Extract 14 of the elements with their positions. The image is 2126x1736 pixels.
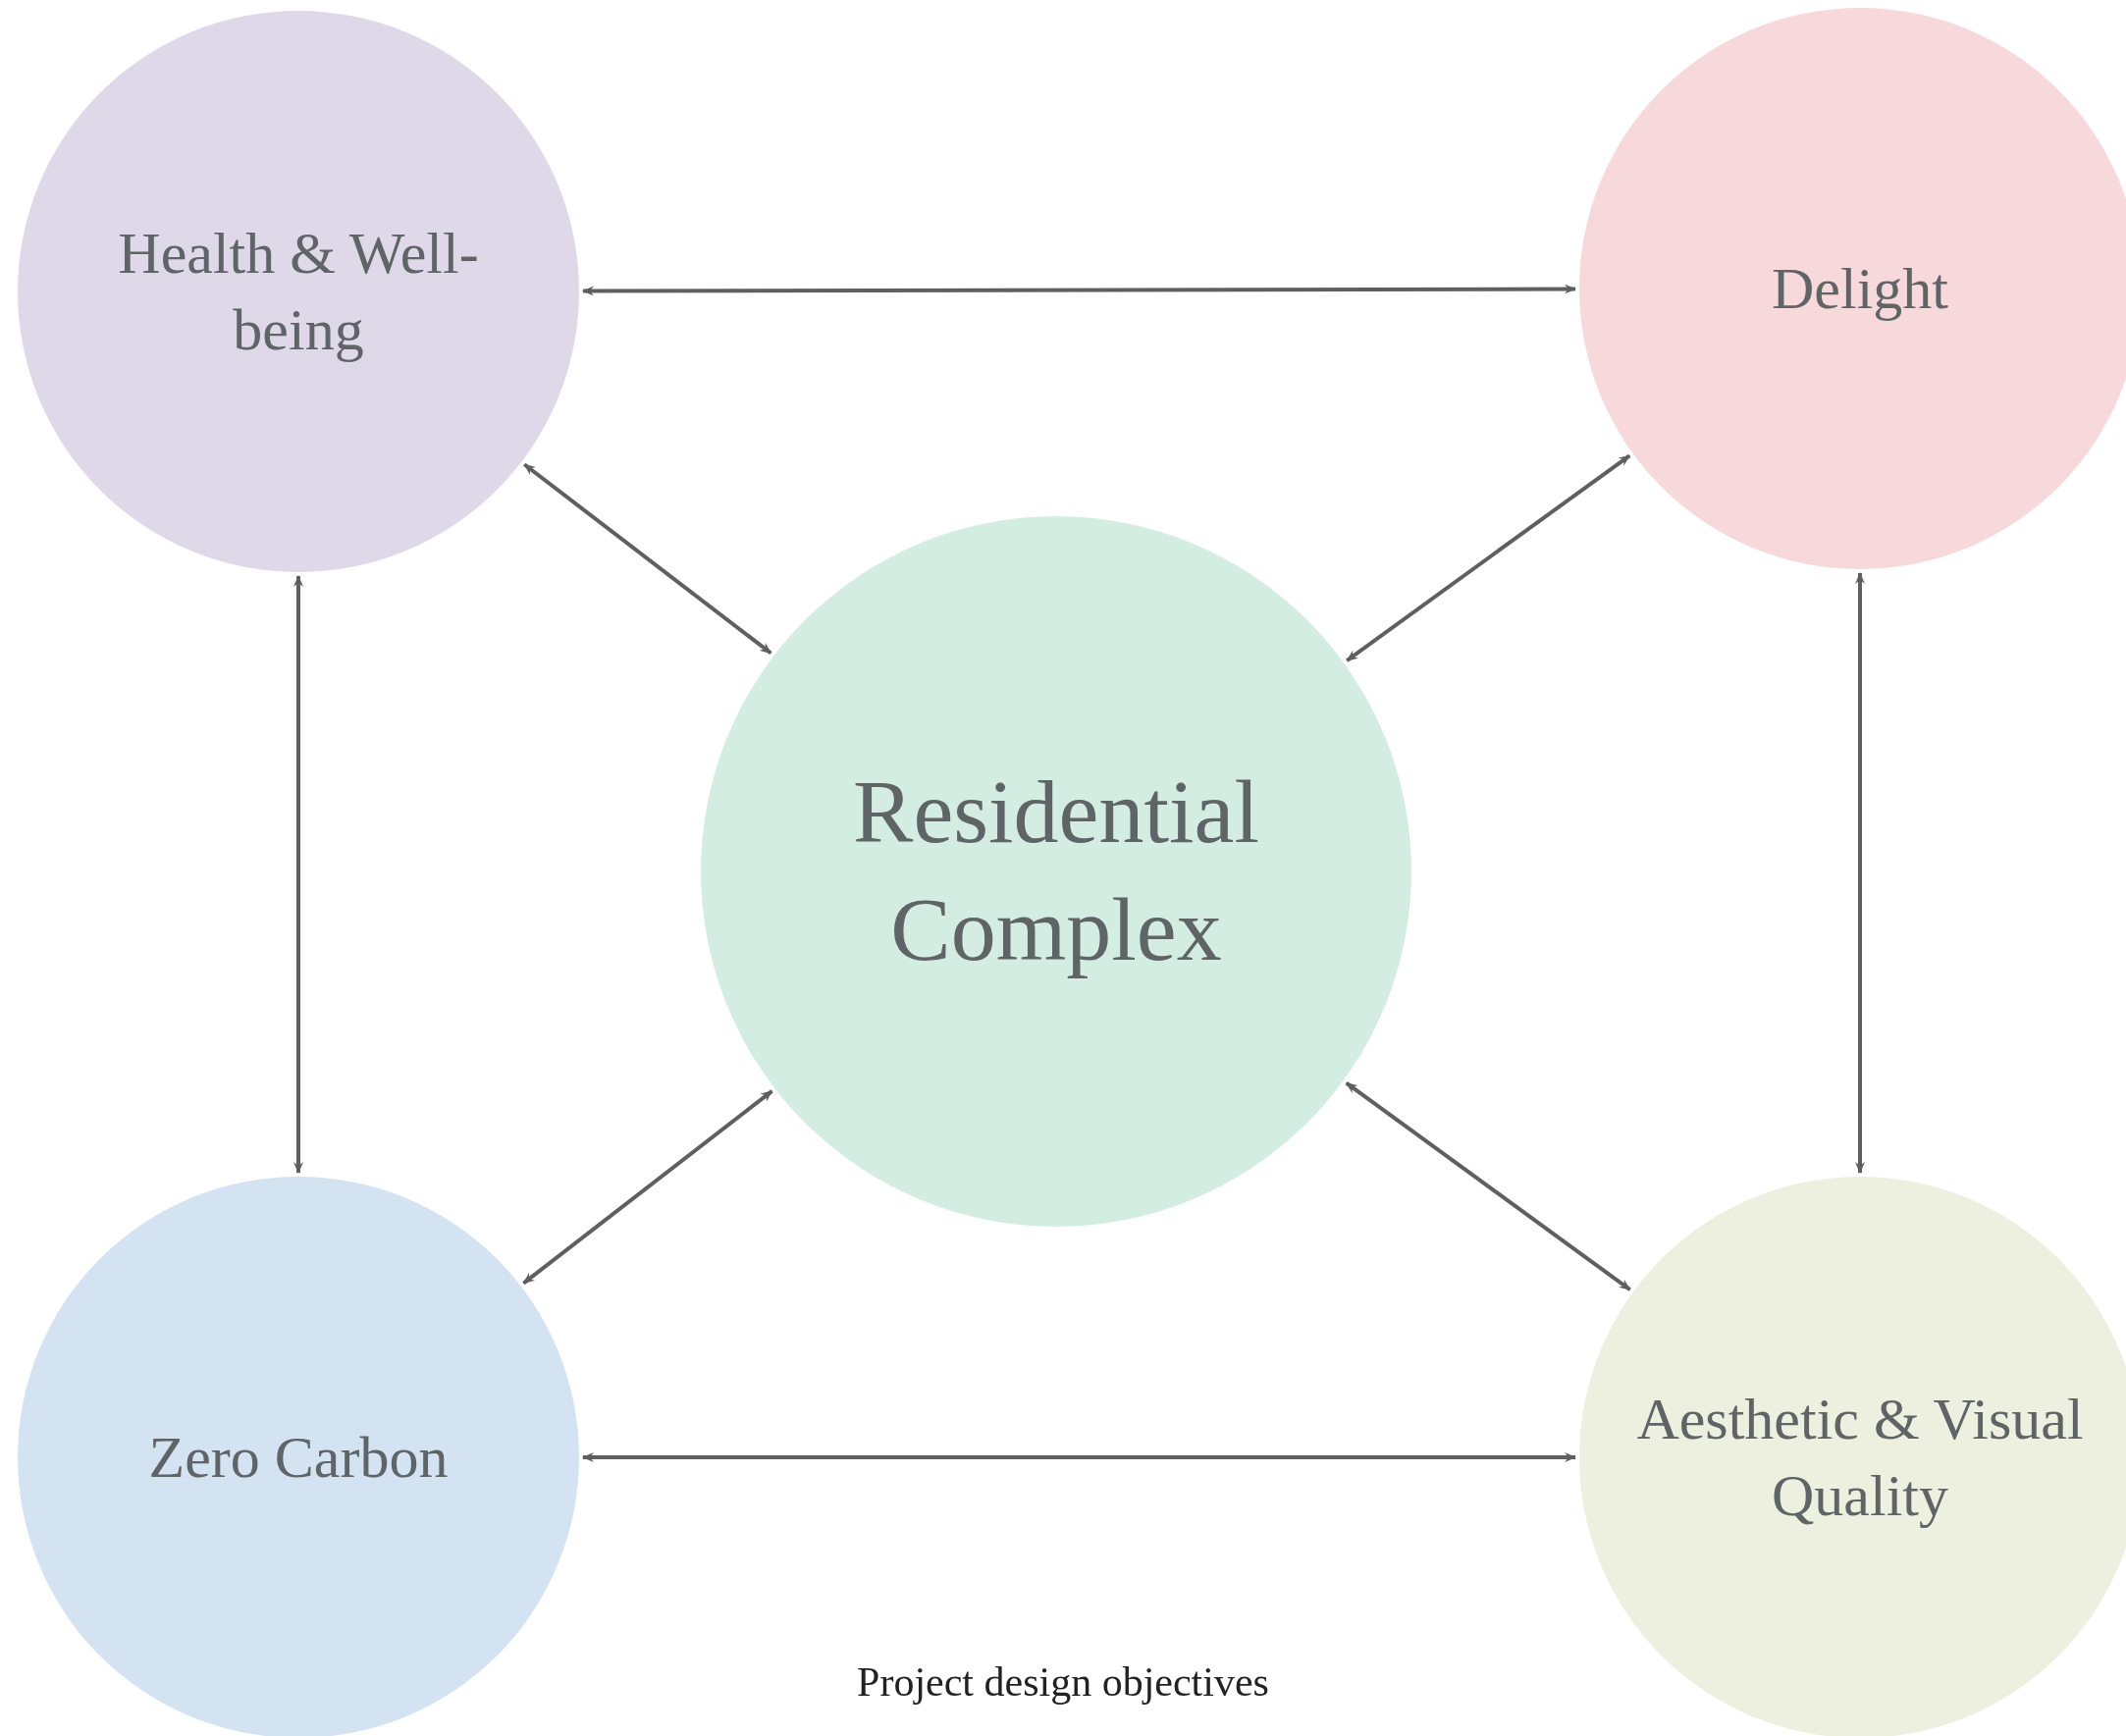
caption: Project design objectives xyxy=(856,1658,1270,1706)
circle-label: Health & Well-being xyxy=(117,220,480,364)
circle-label: Aesthetic & Visual Quality xyxy=(1635,1386,2085,1530)
double-arrow xyxy=(523,462,772,656)
double-arrow xyxy=(1855,572,1865,1174)
circle-label: Zero Carbon xyxy=(148,1424,449,1492)
double-arrow xyxy=(582,284,1576,296)
double-arrow xyxy=(1345,1080,1631,1291)
double-arrow xyxy=(522,1089,773,1286)
circle-label: Delight xyxy=(1772,255,1948,323)
circle-label: Residential Complex xyxy=(852,761,1260,981)
double-arrow xyxy=(582,1452,1576,1462)
double-arrow xyxy=(293,575,303,1174)
double-arrow xyxy=(1346,453,1631,662)
